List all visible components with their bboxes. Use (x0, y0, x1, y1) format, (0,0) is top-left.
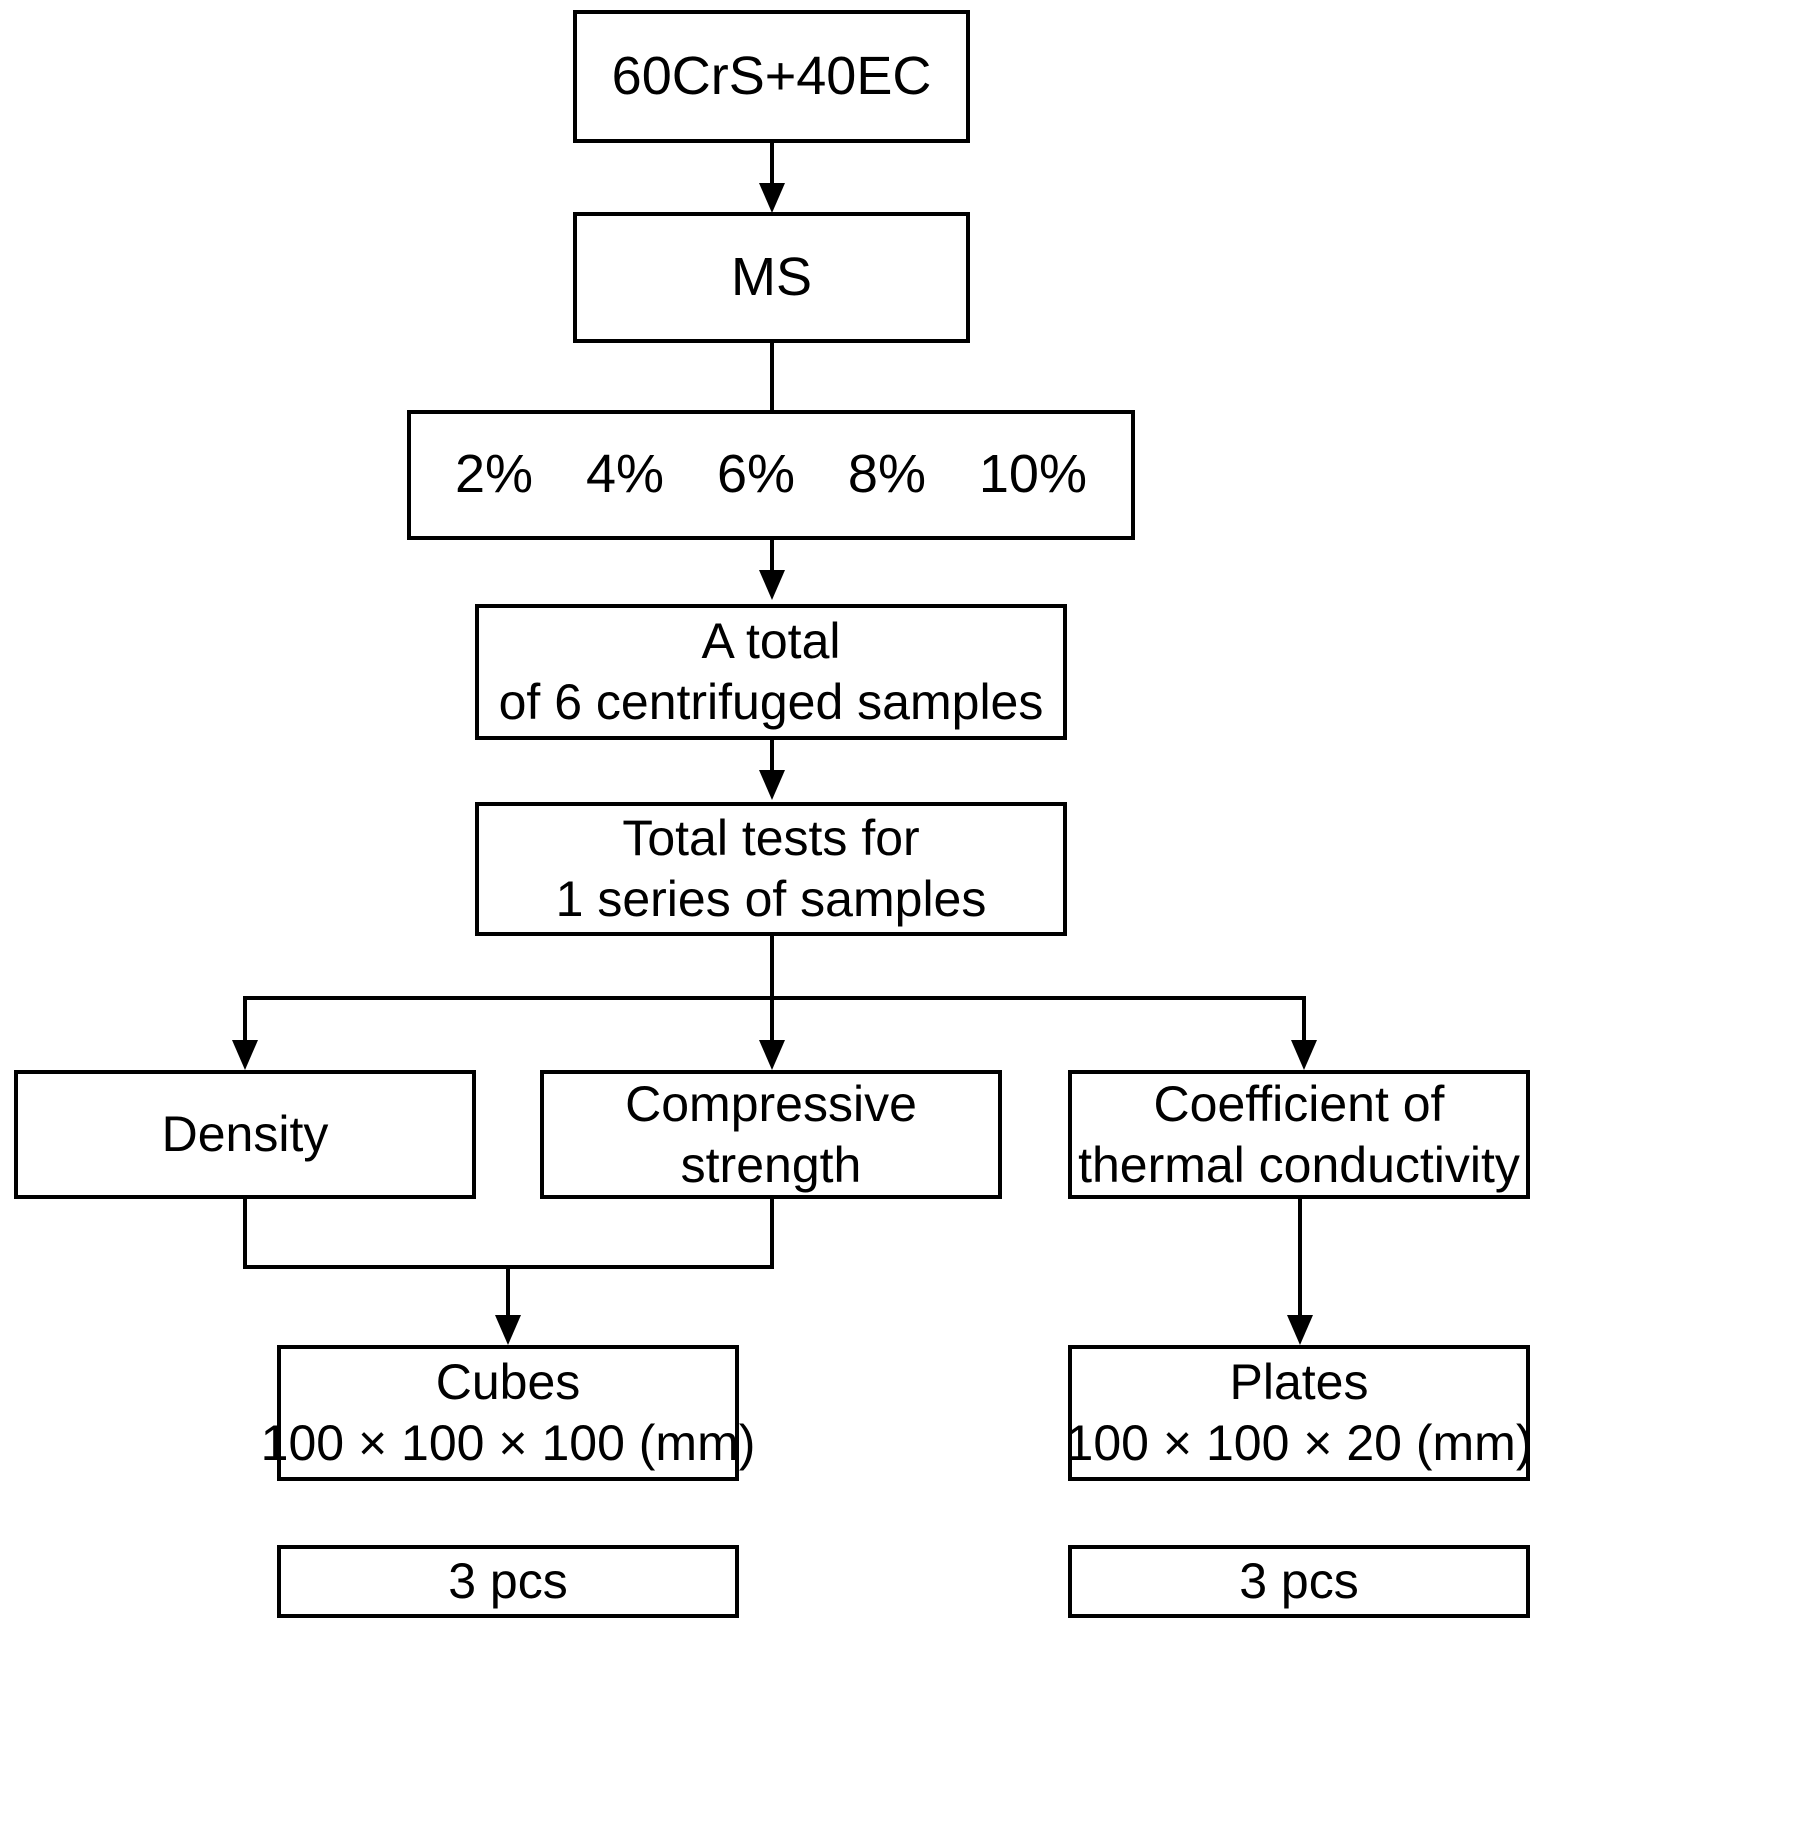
connector-total-tests-stem (770, 936, 774, 999)
percentage-item-8: 8% (847, 444, 926, 505)
node-thermal-conductivity-line2: thermal conductivity (1078, 1136, 1520, 1193)
node-thermal-conductivity-line1: Coefficient of (1153, 1075, 1445, 1132)
connector-ms-to-percentages (770, 343, 774, 412)
node-plates: Plates 100 × 100 × 20 (mm) (1065, 1345, 1533, 1481)
node-total-tests-line2: 1 series of samples (555, 871, 987, 927)
node-total-samples-line1: A total (701, 613, 841, 669)
connector-density-down (243, 1199, 247, 1269)
arrowhead-thermal-to-plates (1287, 1315, 1313, 1345)
node-cubes: Cubes 100 × 100 × 100 (mm) (261, 1345, 755, 1481)
percentage-item-10: 10% (978, 444, 1087, 505)
connector-bus-to-thermal (1302, 996, 1306, 1046)
connector-thermal-to-plates (1298, 1199, 1302, 1321)
node-material-label: 60CrS+40EC (611, 45, 932, 106)
connector-percentages-to-total-samples (770, 540, 774, 576)
node-material: 60CrS+40EC (573, 10, 970, 143)
node-percentages: 2% 4% 6% 8% 10% (407, 410, 1135, 540)
node-ms: MS (573, 212, 970, 343)
node-plates-line2: 100 × 100 × 20 (mm) (1065, 1415, 1533, 1471)
connector-total-samples-to-total-tests (770, 740, 774, 776)
arrowhead-bus-to-thermal (1291, 1040, 1317, 1070)
node-total-samples-line2: of 6 centrifuged samples (498, 674, 1044, 730)
connector-compressive-down (770, 1199, 774, 1269)
node-cubes-count: 3 pcs (277, 1545, 739, 1618)
node-plates-line1: Plates (1229, 1354, 1369, 1410)
arrowhead-percentages-to-total-samples (759, 570, 785, 600)
node-thermal-conductivity: Coefficient of thermal conductivity (1068, 1070, 1530, 1199)
node-total-tests-line1: Total tests for (622, 810, 920, 866)
connector-bus-to-compressive (770, 996, 774, 1046)
split-bus-tests (243, 996, 1306, 1000)
arrowhead-bus-to-density (232, 1040, 258, 1070)
arrowhead-material-to-ms (759, 183, 785, 213)
arrowhead-merge-to-cubes (495, 1315, 521, 1345)
node-compressive-strength-line2: strength (680, 1136, 862, 1193)
node-compressive-strength-line1: Compressive (625, 1075, 917, 1132)
node-density-label: Density (161, 1106, 329, 1162)
node-cubes-line1: Cubes (435, 1354, 581, 1410)
node-cubes-line2: 100 × 100 × 100 (mm) (260, 1415, 756, 1471)
node-ms-label: MS (731, 246, 812, 307)
node-plates-count: 3 pcs (1068, 1545, 1530, 1618)
node-total-samples: A total of 6 centrifuged samples (475, 604, 1067, 740)
node-plates-count-label: 3 pcs (1239, 1553, 1359, 1609)
percentage-item-2: 2% (455, 444, 534, 505)
arrowhead-bus-to-compressive (759, 1040, 785, 1070)
percentage-list: 2% 4% 6% 8% 10% (411, 442, 1131, 508)
node-cubes-count-label: 3 pcs (448, 1553, 568, 1609)
node-density: Density (14, 1070, 476, 1199)
node-compressive-strength: Compressive strength (540, 1070, 1002, 1199)
connector-bus-to-density (243, 996, 247, 1046)
node-total-tests: Total tests for 1 series of samples (475, 802, 1067, 936)
percentage-item-4: 4% (585, 444, 665, 505)
connector-material-to-ms (770, 143, 774, 191)
arrowhead-total-samples-to-total-tests (759, 770, 785, 800)
connector-merge-to-cubes (506, 1265, 510, 1321)
percentage-item-6: 6% (716, 444, 795, 505)
